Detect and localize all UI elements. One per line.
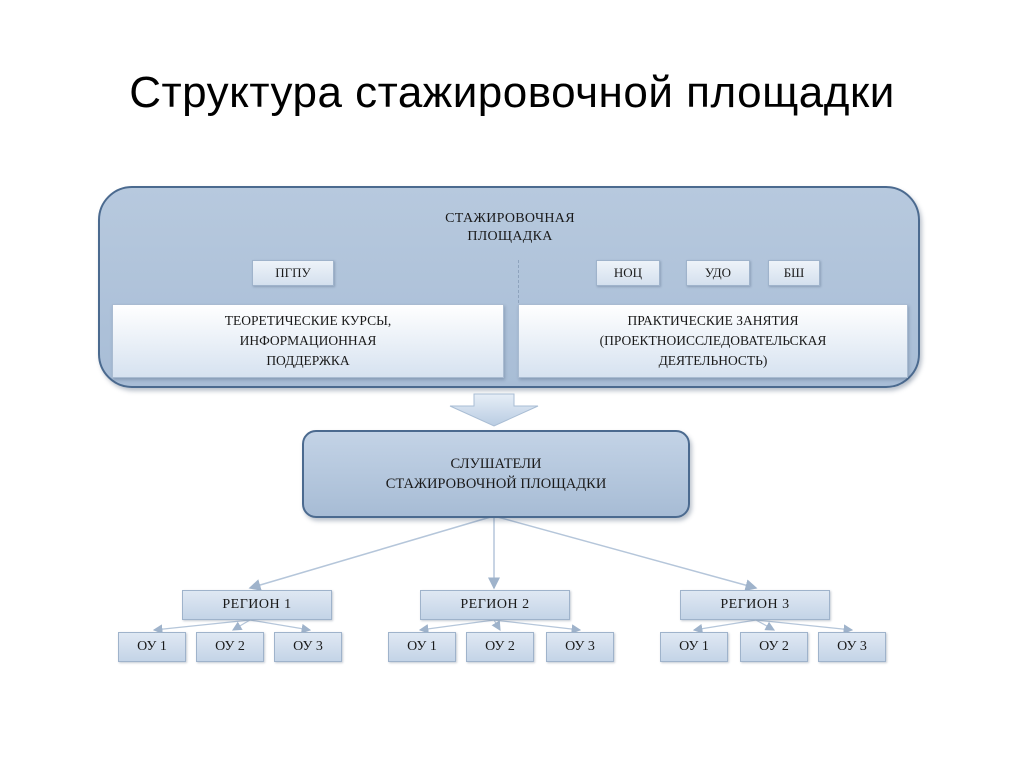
- connector-r3-ou1: [692, 619, 757, 634]
- tag-pgpu: ПГПУ: [252, 260, 334, 286]
- theory-line3: ПОДДЕРЖКА: [266, 353, 350, 368]
- connector-r2-ou2: [491, 619, 501, 632]
- connector-r3-ou2: [755, 619, 776, 631]
- theory-line2: ИНФОРМАЦИОННАЯ: [239, 333, 377, 348]
- down-arrow-icon: [449, 393, 539, 427]
- practice-line2: (ПРОЕКТНОИССЛЕДОВАТЕЛЬСКАЯ: [599, 333, 827, 348]
- slide-title: Структура стажировочной площадки: [129, 68, 895, 117]
- practice-panel: ПРАКТИЧЕСКИЕ ЗАНЯТИЯ (ПРОЕКТНОИССЛЕДОВАТ…: [518, 304, 908, 378]
- theory-line1: ТЕОРЕТИЧЕСКИЕ КУРСЫ,: [224, 313, 392, 328]
- region-3-school-2: ОУ 2: [740, 632, 808, 662]
- region-2-school-2: ОУ 2: [466, 632, 534, 662]
- platform-box: СТАЖИРОВОЧНАЯ ПЛОЩАДКА ПГПУ НОЦ УДО БШ Т…: [98, 186, 920, 388]
- region-1: РЕГИОН 1: [182, 590, 332, 620]
- connector-r2-ou1: [418, 619, 495, 634]
- platform-title-line2: ПЛОЩАДКА: [467, 229, 553, 244]
- region-1-school-2: ОУ 2: [196, 632, 264, 662]
- region-3: РЕГИОН 3: [680, 590, 830, 620]
- practice-line1: ПРАКТИЧЕСКИЕ ЗАНЯТИЯ: [627, 313, 799, 328]
- region-2-school-3: ОУ 3: [546, 632, 614, 662]
- region-3-school-3: ОУ 3: [818, 632, 886, 662]
- connector-lines: [152, 515, 854, 634]
- practice-line3: ДЕЯТЕЛЬНОСТЬ): [658, 353, 768, 368]
- structure-diagram: СТАЖИРОВОЧНАЯ ПЛОЩАДКА ПГПУ НОЦ УДО БШ Т…: [90, 178, 932, 686]
- connector-to-region-1: [248, 515, 495, 591]
- listeners-box: СЛУШАТЕЛИ СТАЖИРОВОЧНОЙ ПЛОЩАДКИ: [302, 430, 690, 518]
- platform-title-line1: СТАЖИРОВОЧНАЯ: [445, 211, 575, 226]
- region-1-school-1: ОУ 1: [118, 632, 186, 662]
- platform-title: СТАЖИРОВОЧНАЯ ПЛОЩАДКА: [360, 210, 660, 246]
- connector-r1-ou2: [231, 619, 251, 631]
- region-2: РЕГИОН 2: [420, 590, 570, 620]
- connector-r2-ou3: [493, 619, 582, 634]
- tag-noc: НОЦ: [596, 260, 660, 286]
- region-2-school-1: ОУ 1: [388, 632, 456, 662]
- tag-bsh: БШ: [768, 260, 820, 286]
- tag-udo: УДО: [686, 260, 750, 286]
- connector-to-region-3: [493, 515, 758, 592]
- region-3-school-1: ОУ 1: [660, 632, 728, 662]
- connector-r3-ou3: [755, 619, 854, 634]
- theory-panel: ТЕОРЕТИЧЕСКИЕ КУРСЫ, ИНФОРМАЦИОННАЯ ПОДД…: [112, 304, 504, 378]
- connector-r1-ou3: [249, 619, 312, 634]
- listeners-line2: СТАЖИРОВОЧНОЙ ПЛОЩАДКИ: [385, 476, 607, 492]
- listeners-line1: СЛУШАТЕЛИ: [450, 456, 542, 472]
- region-1-school-3: ОУ 3: [274, 632, 342, 662]
